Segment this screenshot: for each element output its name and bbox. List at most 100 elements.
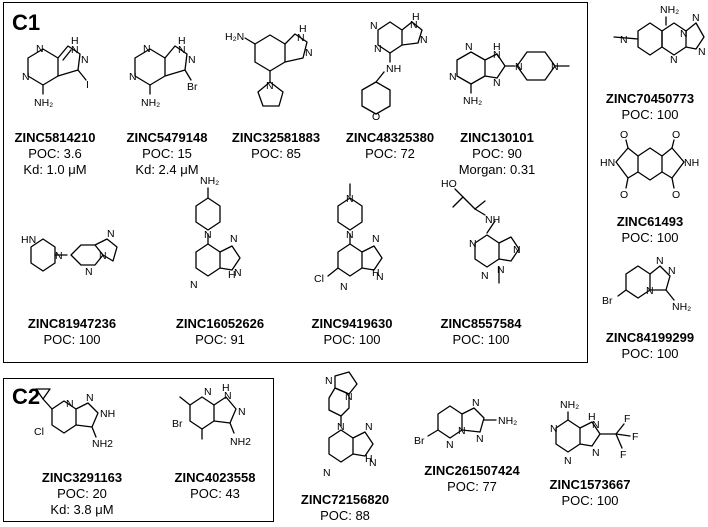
svg-text:H: H (588, 411, 596, 423)
svg-text:N: N (564, 455, 572, 467)
structure-zinc5814210: N N H N N NH₂ I (22, 35, 89, 109)
svg-text:NH₂: NH₂ (672, 301, 691, 313)
svg-text:H: H (71, 35, 79, 47)
svg-text:N: N (481, 270, 489, 282)
svg-text:N: N (36, 43, 44, 55)
svg-text:NH: NH (684, 157, 699, 169)
caption-zinc9419630: ZINC9419630 POC: 100 (311, 316, 393, 347)
svg-text:N: N (346, 193, 354, 205)
svg-text:HO: HO (441, 178, 457, 190)
svg-text:N: N (469, 238, 477, 250)
svg-text:N: N (188, 54, 196, 66)
svg-text:N: N (374, 43, 382, 55)
svg-text:N: N (107, 228, 115, 240)
svg-text:HN: HN (600, 157, 615, 169)
svg-text:N: N (550, 423, 558, 435)
svg-text:N: N (81, 54, 89, 66)
caption-zinc81947236: ZINC81947236 POC: 100 (27, 316, 117, 347)
svg-text:N: N (592, 447, 600, 459)
caption-zinc72156820: ZINC72156820 POC: 88 (300, 492, 390, 523)
caption-zinc32581883: ZINC32581883 POC: 85 (231, 130, 321, 161)
structure-zinc16052626: NH₂ N N H N N (190, 175, 242, 291)
svg-text:N: N (230, 233, 238, 245)
svg-text:O: O (620, 129, 628, 141)
svg-text:N: N (472, 397, 480, 409)
caption-zinc261507424: ZINC261507424 POC: 77 (424, 463, 520, 494)
svg-text:Br: Br (172, 418, 183, 430)
svg-text:N: N (376, 271, 384, 283)
caption-zinc130101: ZINC130101 POC: 90 Morgan: 0.31 (458, 130, 536, 177)
svg-text:NH2: NH2 (230, 436, 251, 448)
caption-zinc84199299: ZINC84199299 POC: 100 (605, 330, 695, 361)
svg-text:H₂N: H₂N (225, 31, 244, 43)
svg-text:N: N (178, 44, 186, 56)
svg-text:NH₂: NH₂ (560, 399, 579, 411)
svg-text:NH₂: NH₂ (141, 97, 160, 109)
svg-text:N: N (266, 80, 274, 92)
caption-zinc4023558: ZINC4023558 POC: 43 (174, 470, 256, 501)
svg-text:Br: Br (187, 81, 198, 93)
svg-text:N: N (493, 77, 501, 89)
svg-text:N: N (458, 425, 466, 437)
svg-text:N: N (234, 267, 242, 279)
group-c2-label: C2 (12, 384, 41, 409)
svg-text:N: N (370, 20, 378, 32)
svg-text:N: N (337, 421, 345, 433)
svg-text:N: N (680, 28, 688, 40)
structure-zinc61493: O O O O HN NH (600, 129, 699, 201)
svg-text:I: I (86, 79, 89, 91)
svg-text:N: N (346, 229, 354, 241)
svg-text:N: N (325, 375, 333, 387)
svg-text:N: N (692, 12, 700, 24)
svg-text:NH₂: NH₂ (34, 97, 53, 109)
structure-zinc9419630: N N N H N N Cl (314, 183, 384, 293)
structure-zinc130101: N N H N N N N NH₂ (449, 41, 570, 107)
svg-text:Cl: Cl (34, 426, 44, 438)
svg-text:N: N (410, 19, 418, 31)
svg-text:N: N (551, 61, 559, 73)
svg-text:Br: Br (414, 435, 425, 447)
svg-text:N: N (129, 71, 137, 83)
svg-text:Cl: Cl (314, 273, 324, 285)
svg-text:NH: NH (386, 63, 401, 75)
svg-text:N: N (22, 71, 30, 83)
svg-text:H: H (222, 382, 230, 394)
svg-text:N: N (493, 49, 501, 61)
svg-text:F: F (624, 413, 630, 425)
svg-text:N: N (656, 255, 664, 267)
svg-text:N: N (66, 398, 74, 410)
svg-text:N: N (592, 419, 600, 431)
svg-text:H: H (228, 269, 236, 281)
structure-zinc81947236: HN N N N N (21, 228, 118, 278)
svg-text:NH2: NH2 (92, 438, 113, 450)
svg-text:Br: Br (602, 295, 613, 307)
svg-text:NH: NH (100, 408, 115, 420)
svg-text:N: N (698, 46, 706, 58)
caption-zinc48325380: ZINC48325380 POC: 72 (345, 130, 435, 161)
svg-text:O: O (672, 189, 680, 201)
structure-zinc84199299: Br N N N NH₂ (602, 255, 691, 313)
svg-text:N: N (465, 41, 473, 53)
svg-text:N: N (513, 244, 521, 256)
svg-text:N: N (340, 281, 348, 293)
svg-text:NH₂: NH₂ (200, 175, 219, 187)
svg-text:N: N (224, 390, 232, 402)
structure-zinc72156820: N N N N H N N (323, 371, 377, 479)
caption-zinc5479148: ZINC5479148 POC: 15 Kd: 2.4 μM (126, 130, 208, 177)
group-c1-label: C1 (12, 10, 41, 35)
svg-text:N: N (497, 264, 505, 276)
svg-text:N: N (420, 34, 428, 46)
svg-text:N: N (323, 467, 331, 479)
svg-text:F: F (620, 449, 626, 461)
svg-text:F: F (632, 431, 638, 443)
svg-text:N: N (646, 285, 654, 297)
caption-zinc3291163: ZINC3291163 POC: 20 Kd: 3.8 μM (41, 470, 123, 517)
structure-zinc1573667: NH₂ N N H N N F F F (550, 399, 638, 467)
svg-text:NH₂: NH₂ (498, 415, 517, 427)
svg-text:N: N (190, 279, 198, 291)
svg-text:N: N (55, 250, 63, 262)
group-c2-box (3, 378, 274, 522)
svg-text:N: N (71, 44, 79, 56)
svg-text:N: N (143, 43, 151, 55)
svg-text:N: N (85, 266, 93, 278)
